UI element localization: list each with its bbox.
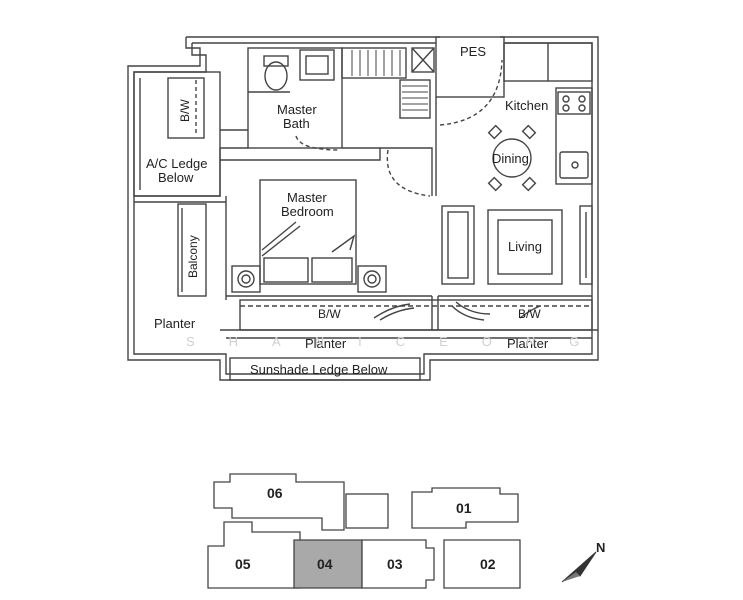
stove-icon	[557, 91, 591, 115]
kitchen-counter-side	[555, 87, 593, 185]
door-bath	[295, 135, 341, 151]
unit-block-02	[443, 539, 521, 589]
bed-icon	[259, 179, 357, 285]
north-arrow-icon: N	[561, 540, 605, 583]
basin-icon	[299, 49, 335, 81]
key-plan	[207, 473, 521, 589]
floor-plan	[127, 36, 599, 381]
label-planter-left: Planter	[154, 316, 196, 331]
unit-label-04: 04	[317, 556, 333, 572]
sink-icon	[559, 151, 589, 179]
balcony-box	[177, 203, 207, 297]
label-master-bedroom-1: Master	[287, 190, 327, 205]
dining-table-icon	[492, 138, 532, 178]
door-pes	[439, 59, 503, 126]
label-balcony: Balcony	[186, 235, 200, 278]
door-entrance	[386, 149, 431, 197]
key-plan-labels: 06 01 05 04 03 02	[235, 485, 496, 572]
shoe-cabinet	[399, 79, 431, 119]
label-bw-bottom-right: B/W	[518, 307, 541, 321]
bedside-right	[357, 265, 387, 293]
unit-label-01: 01	[456, 500, 472, 516]
tv-console	[579, 205, 593, 285]
master-bath-box	[247, 47, 343, 149]
label-dining: Dining	[492, 151, 529, 166]
rug-icon	[487, 209, 563, 285]
label-bw-bottom-left: B/W	[318, 307, 341, 321]
label-planter-right: Planter	[507, 336, 549, 351]
label-pes: PES	[460, 44, 486, 59]
sofa-icon	[441, 205, 475, 285]
label-living: Living	[508, 239, 542, 254]
room-labels: PES B/W Master Bath Kitchen Dining A/C L…	[146, 44, 549, 377]
label-master-bath-2: Bath	[283, 116, 310, 131]
unit-label-02: 02	[480, 556, 496, 572]
unit-label-06: 06	[267, 485, 283, 501]
unit-block-05	[207, 521, 301, 589]
north-label: N	[596, 540, 605, 555]
outer-walls	[127, 36, 599, 381]
label-kitchen: Kitchen	[505, 98, 548, 113]
label-ac-ledge-2: Below	[158, 170, 194, 185]
bedside-left	[231, 265, 261, 293]
label-sunshade: Sunshade Ledge Below	[250, 362, 388, 377]
label-planter-mid: Planter	[305, 336, 347, 351]
sunshade-box	[229, 357, 421, 381]
connector-bar	[345, 493, 389, 529]
unit-block-06	[213, 473, 345, 531]
wardrobe-top	[341, 47, 407, 79]
label-bw-left: B/W	[178, 99, 192, 122]
unit-label-05: 05	[235, 556, 251, 572]
toilet-icon	[264, 61, 288, 91]
label-master-bedroom-2: Bedroom	[281, 204, 334, 219]
unit-block-03	[361, 539, 435, 589]
unit-block-01	[411, 487, 519, 529]
unit-label-03: 03	[387, 556, 403, 572]
bw-left-box	[167, 77, 205, 139]
label-ac-ledge-1: A/C Ledge	[146, 156, 207, 171]
watermark: SHANICEONG	[186, 334, 613, 349]
db-box	[411, 47, 435, 73]
label-master-bath-1: Master	[277, 102, 317, 117]
